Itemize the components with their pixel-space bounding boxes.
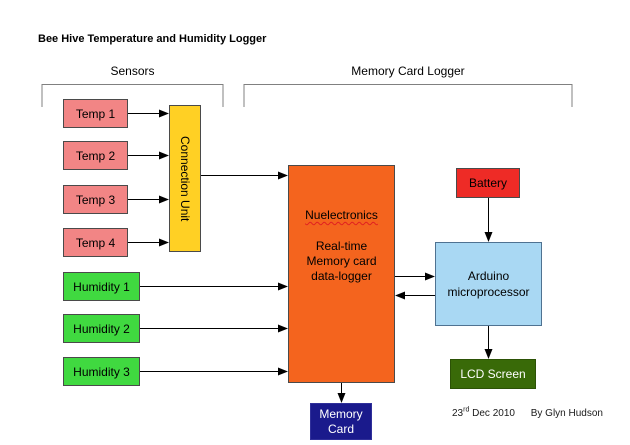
node-temp3: Temp 3: [63, 185, 128, 214]
footer-date: 23rd Dec 2010: [452, 407, 515, 420]
node-temp1-label: Temp 1: [75, 106, 116, 121]
node-memory-card: Memory Card: [310, 403, 372, 440]
node-arduino-line1: Arduino: [467, 269, 510, 283]
node-humidity1: Humidity 1: [63, 272, 140, 301]
node-temp4: Temp 4: [63, 228, 128, 257]
node-memory-card-line1: Memory: [319, 406, 363, 421]
node-humidity3-label: Humidity 3: [73, 364, 130, 379]
footer-caption: 23rd Dec 2010 By Glyn Hudson: [452, 407, 603, 419]
node-arduino-line2: microprocessor: [447, 285, 530, 299]
node-arduino: Arduino microprocessor: [435, 242, 542, 326]
arrow-battery-to-arduino: [484, 198, 493, 242]
node-memory-card-line2: Card: [327, 421, 354, 436]
footer-credit: By Glyn Hudson: [530, 408, 603, 420]
node-datalogger: Nuelectronics Real-time Memory card data…: [288, 165, 395, 383]
group-label-memory-card-logger: Memory Card Logger: [351, 64, 465, 78]
node-humidity3: Humidity 3: [63, 357, 140, 386]
node-battery-label: Battery: [468, 176, 507, 190]
page-title: Bee Hive Temperature and Humidity Logger: [38, 33, 267, 45]
node-humidity2: Humidity 2: [63, 314, 140, 343]
memory-card-logger-bracket: [243, 84, 573, 107]
arrow-temp3-to-connection-unit: [128, 195, 169, 204]
node-temp1: Temp 1: [63, 99, 128, 128]
node-lcd-screen-label: LCD Screen: [460, 367, 526, 381]
arrow-temp4-to-connection-unit: [128, 238, 169, 247]
node-datalogger-line1: Real-time: [315, 239, 368, 253]
node-connection-unit: Connection Unit: [169, 105, 201, 252]
node-humidity2-label: Humidity 2: [73, 321, 130, 336]
arrow-temp1-to-connection-unit: [128, 109, 169, 118]
node-battery: Battery: [456, 168, 520, 198]
node-datalogger-line2: Memory card: [306, 254, 377, 268]
node-temp2: Temp 2: [63, 141, 128, 170]
arrow-humidity3-to-datalogger: [140, 367, 288, 376]
node-connection-unit-label: Connection Unit: [178, 135, 192, 222]
node-datalogger-line3: data-logger: [311, 269, 372, 283]
node-temp2-label: Temp 2: [75, 148, 116, 163]
arrow-datalogger-to-arduino: [395, 272, 435, 281]
group-label-sensors: Sensors: [110, 64, 155, 78]
arrow-datalogger-to-memory-card: [337, 383, 346, 403]
arrow-arduino-to-datalogger: [395, 291, 435, 300]
arrow-temp2-to-connection-unit: [128, 151, 169, 160]
node-temp3-label: Temp 3: [75, 192, 116, 207]
arrow-humidity2-to-datalogger: [140, 324, 288, 333]
node-lcd-screen: LCD Screen: [450, 359, 536, 389]
arrow-arduino-to-lcd: [484, 326, 493, 359]
node-temp4-label: Temp 4: [75, 235, 116, 250]
node-datalogger-brand: Nuelectronics: [305, 208, 378, 222]
arrow-humidity1-to-datalogger: [140, 282, 288, 291]
arrow-connection-unit-to-datalogger: [201, 171, 288, 180]
node-humidity1-label: Humidity 1: [73, 279, 130, 294]
